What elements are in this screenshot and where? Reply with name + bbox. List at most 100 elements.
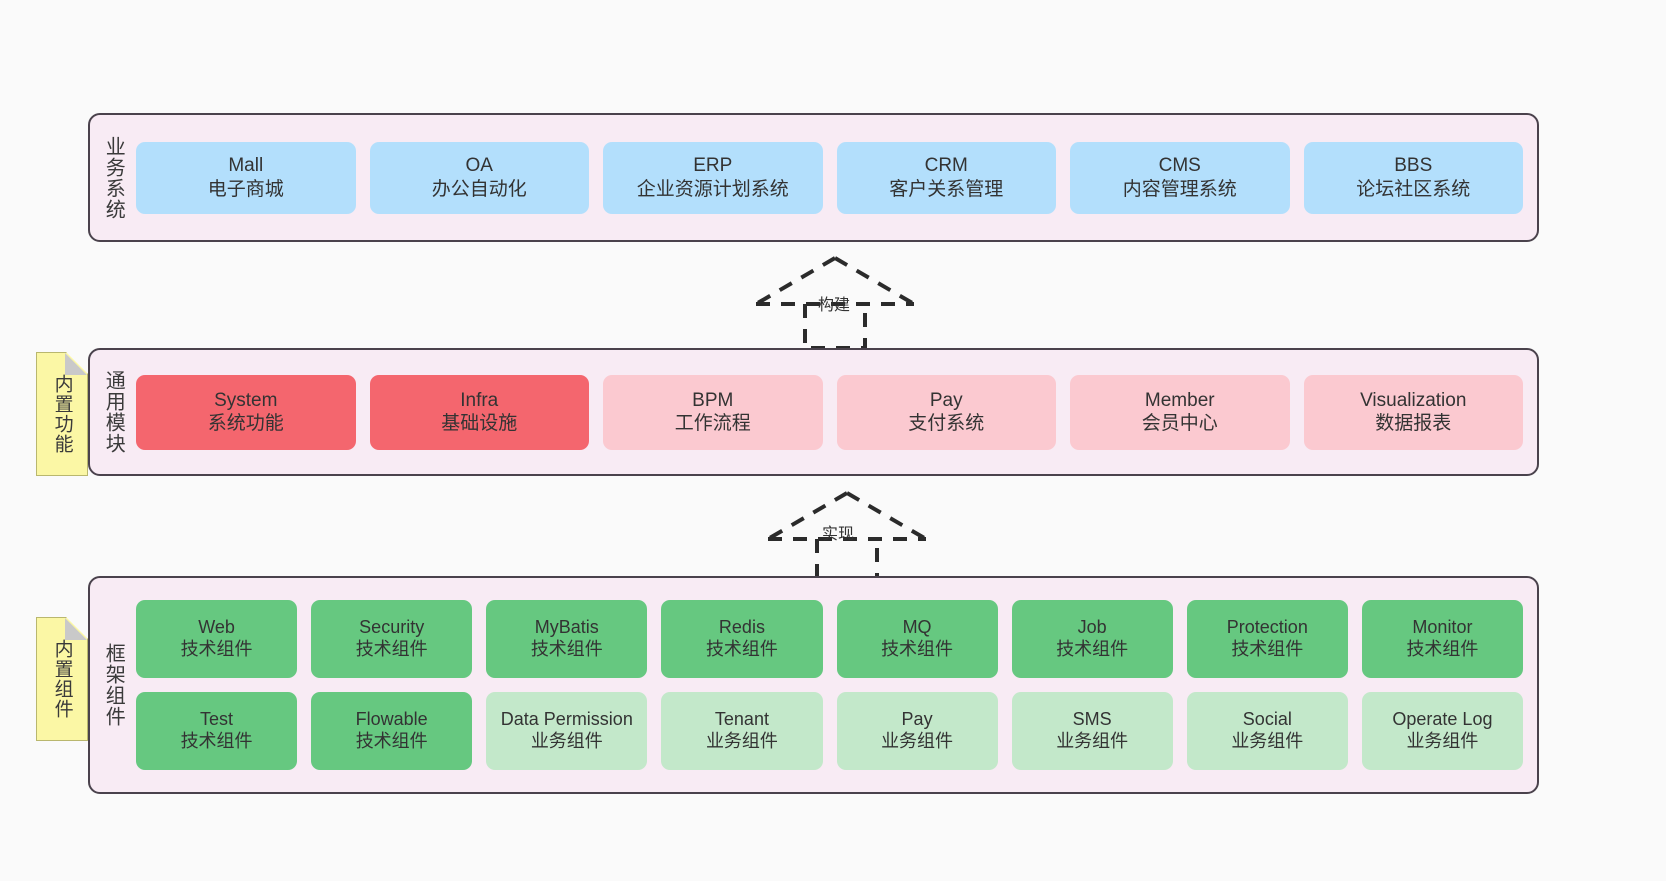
node-title-cn: 业务组件 bbox=[1406, 731, 1479, 751]
layer-title-framework-components: 框架组件 bbox=[102, 643, 125, 727]
node-title-en: Redis bbox=[718, 617, 765, 638]
node-title-cn: 工作流程 bbox=[674, 413, 751, 434]
node-title-cn: 企业资源计划系统 bbox=[636, 178, 789, 200]
node-title-cn: 业务组件 bbox=[705, 731, 778, 751]
node-bpm[interactable]: BPM 工作流程 bbox=[603, 374, 823, 450]
node-title-cn: 论坛社区系统 bbox=[1356, 178, 1471, 200]
node-title-en: Test bbox=[200, 709, 234, 730]
node-title-en: Tenant bbox=[714, 709, 769, 730]
node-title-en: Job bbox=[1077, 617, 1107, 638]
node-security[interactable]: Security 技术组件 bbox=[311, 600, 473, 678]
node-pay-component[interactable]: Pay 业务组件 bbox=[836, 692, 998, 770]
node-title-cn: 电子商城 bbox=[207, 178, 284, 200]
node-title-cn: 办公自动化 bbox=[431, 178, 527, 200]
node-mybatis[interactable]: MyBatis 技术组件 bbox=[486, 600, 648, 678]
node-infra[interactable]: Infra 基础设施 bbox=[369, 374, 589, 450]
node-test[interactable]: Test 技术组件 bbox=[136, 692, 298, 770]
node-title-cn: 基础设施 bbox=[441, 413, 518, 434]
node-title-en: Infra bbox=[460, 389, 499, 411]
node-title-en: Pay bbox=[901, 709, 933, 730]
node-job[interactable]: Job 技术组件 bbox=[1011, 600, 1173, 678]
node-title-cn: 数据报表 bbox=[1375, 413, 1452, 434]
node-title-en: BPM bbox=[692, 389, 734, 411]
node-cms[interactable]: CMS 内容管理系统 bbox=[1070, 141, 1290, 214]
node-title-en: MyBatis bbox=[534, 617, 599, 638]
node-member[interactable]: Member 会员中心 bbox=[1070, 374, 1290, 450]
node-pay[interactable]: Pay 支付系统 bbox=[836, 374, 1056, 450]
node-system[interactable]: System 系统功能 bbox=[136, 374, 356, 450]
node-title-cn: 系统功能 bbox=[207, 413, 284, 434]
node-title-cn: 会员中心 bbox=[1141, 413, 1218, 434]
layer-row: System 系统功能 Infra 基础设施 BPM 工作流程 Pay 支付系统… bbox=[136, 374, 1523, 450]
node-social[interactable]: Social 业务组件 bbox=[1186, 692, 1348, 770]
layer-row: Web 技术组件 Security 技术组件 MyBatis 技术组件 Redi… bbox=[136, 600, 1523, 678]
node-title-en: Mall bbox=[228, 155, 264, 177]
node-title-en: System bbox=[214, 389, 278, 411]
layer-row: Test 技术组件 Flowable 技术组件 Data Permission … bbox=[136, 692, 1523, 770]
node-title-cn: 业务组件 bbox=[1231, 731, 1304, 751]
node-oa[interactable]: OA 办公自动化 bbox=[369, 141, 589, 214]
node-title-cn: 技术组件 bbox=[881, 639, 954, 659]
node-title-cn: 技术组件 bbox=[355, 639, 428, 659]
note-fold-corner-icon bbox=[65, 618, 87, 640]
node-visualization[interactable]: Visualization 数据报表 bbox=[1303, 374, 1523, 450]
node-title-cn: 支付系统 bbox=[908, 413, 985, 434]
node-title-en: OA bbox=[465, 155, 493, 177]
node-crm[interactable]: CRM 客户关系管理 bbox=[836, 141, 1056, 214]
node-mall[interactable]: Mall 电子商城 bbox=[136, 141, 356, 214]
node-title-cn: 技术组件 bbox=[180, 731, 253, 751]
layer-body-common-modules: System 系统功能 Infra 基础设施 BPM 工作流程 Pay 支付系统… bbox=[136, 350, 1537, 474]
layer-common-modules: 通用模块 System 系统功能 Infra 基础设施 BPM 工作流程 Pay… bbox=[88, 348, 1539, 476]
node-title-cn: 业务组件 bbox=[881, 731, 954, 751]
node-title-en: Protection bbox=[1226, 617, 1308, 638]
node-title-en: Monitor bbox=[1412, 617, 1473, 638]
node-title-cn: 业务组件 bbox=[1056, 731, 1129, 751]
node-title-cn: 技术组件 bbox=[705, 639, 778, 659]
layer-framework-components: 框架组件 Web 技术组件 Security 技术组件 MyBatis 技术组件… bbox=[88, 576, 1539, 794]
node-mq[interactable]: MQ 技术组件 bbox=[836, 600, 998, 678]
node-title-en: Visualization bbox=[1360, 389, 1467, 411]
node-title-en: Operate Log bbox=[1392, 709, 1493, 730]
node-flowable[interactable]: Flowable 技术组件 bbox=[311, 692, 473, 770]
node-bbs[interactable]: BBS 论坛社区系统 bbox=[1303, 141, 1523, 214]
node-title-cn: 内容管理系统 bbox=[1122, 178, 1237, 200]
node-title-en: CRM bbox=[924, 155, 968, 177]
node-title-cn: 业务组件 bbox=[530, 731, 603, 751]
node-title-en: MQ bbox=[902, 617, 932, 638]
node-monitor[interactable]: Monitor 技术组件 bbox=[1361, 600, 1523, 678]
node-title-en: Flowable bbox=[355, 709, 428, 730]
node-protection[interactable]: Protection 技术组件 bbox=[1186, 600, 1348, 678]
note-builtin-component: 内置组件 bbox=[36, 617, 88, 741]
node-title-cn: 技术组件 bbox=[530, 639, 603, 659]
note-label: 内置组件 bbox=[51, 639, 73, 719]
node-title-cn: 技术组件 bbox=[180, 639, 253, 659]
node-erp[interactable]: ERP 企业资源计划系统 bbox=[603, 141, 823, 214]
node-title-en: Data Permission bbox=[500, 709, 633, 730]
node-operate-log[interactable]: Operate Log 业务组件 bbox=[1361, 692, 1523, 770]
node-title-en: Pay bbox=[929, 389, 963, 411]
layer-row: Mall 电子商城 OA 办公自动化 ERP 企业资源计划系统 CRM 客户关系… bbox=[136, 141, 1523, 214]
node-title-en: BBS bbox=[1394, 155, 1433, 177]
node-sms[interactable]: SMS 业务组件 bbox=[1011, 692, 1173, 770]
layer-business-systems: 业务系统 Mall 电子商城 OA 办公自动化 ERP 企业资源计划系统 CRM… bbox=[88, 113, 1539, 242]
node-web[interactable]: Web 技术组件 bbox=[136, 600, 298, 678]
node-title-cn: 技术组件 bbox=[1056, 639, 1129, 659]
node-title-cn: 技术组件 bbox=[1406, 639, 1479, 659]
node-title-cn: 技术组件 bbox=[355, 731, 428, 751]
node-data-permission[interactable]: Data Permission 业务组件 bbox=[486, 692, 648, 770]
note-fold-corner-icon bbox=[65, 353, 87, 375]
node-title-en: ERP bbox=[693, 155, 733, 177]
node-title-cn: 客户关系管理 bbox=[889, 178, 1004, 200]
node-tenant[interactable]: Tenant 业务组件 bbox=[661, 692, 823, 770]
connector-build-label: 构建 bbox=[818, 297, 851, 314]
connector-implement-label: 实现 bbox=[822, 526, 855, 543]
node-title-cn: 技术组件 bbox=[1231, 639, 1304, 659]
layer-body-framework-components: Web 技术组件 Security 技术组件 MyBatis 技术组件 Redi… bbox=[136, 578, 1537, 792]
node-title-en: SMS bbox=[1072, 709, 1112, 730]
layer-body-business-systems: Mall 电子商城 OA 办公自动化 ERP 企业资源计划系统 CRM 客户关系… bbox=[136, 115, 1537, 240]
node-title-en: Member bbox=[1144, 389, 1215, 411]
node-title-en: CMS bbox=[1158, 155, 1201, 177]
node-redis[interactable]: Redis 技术组件 bbox=[661, 600, 823, 678]
note-label: 内置功能 bbox=[51, 374, 73, 454]
